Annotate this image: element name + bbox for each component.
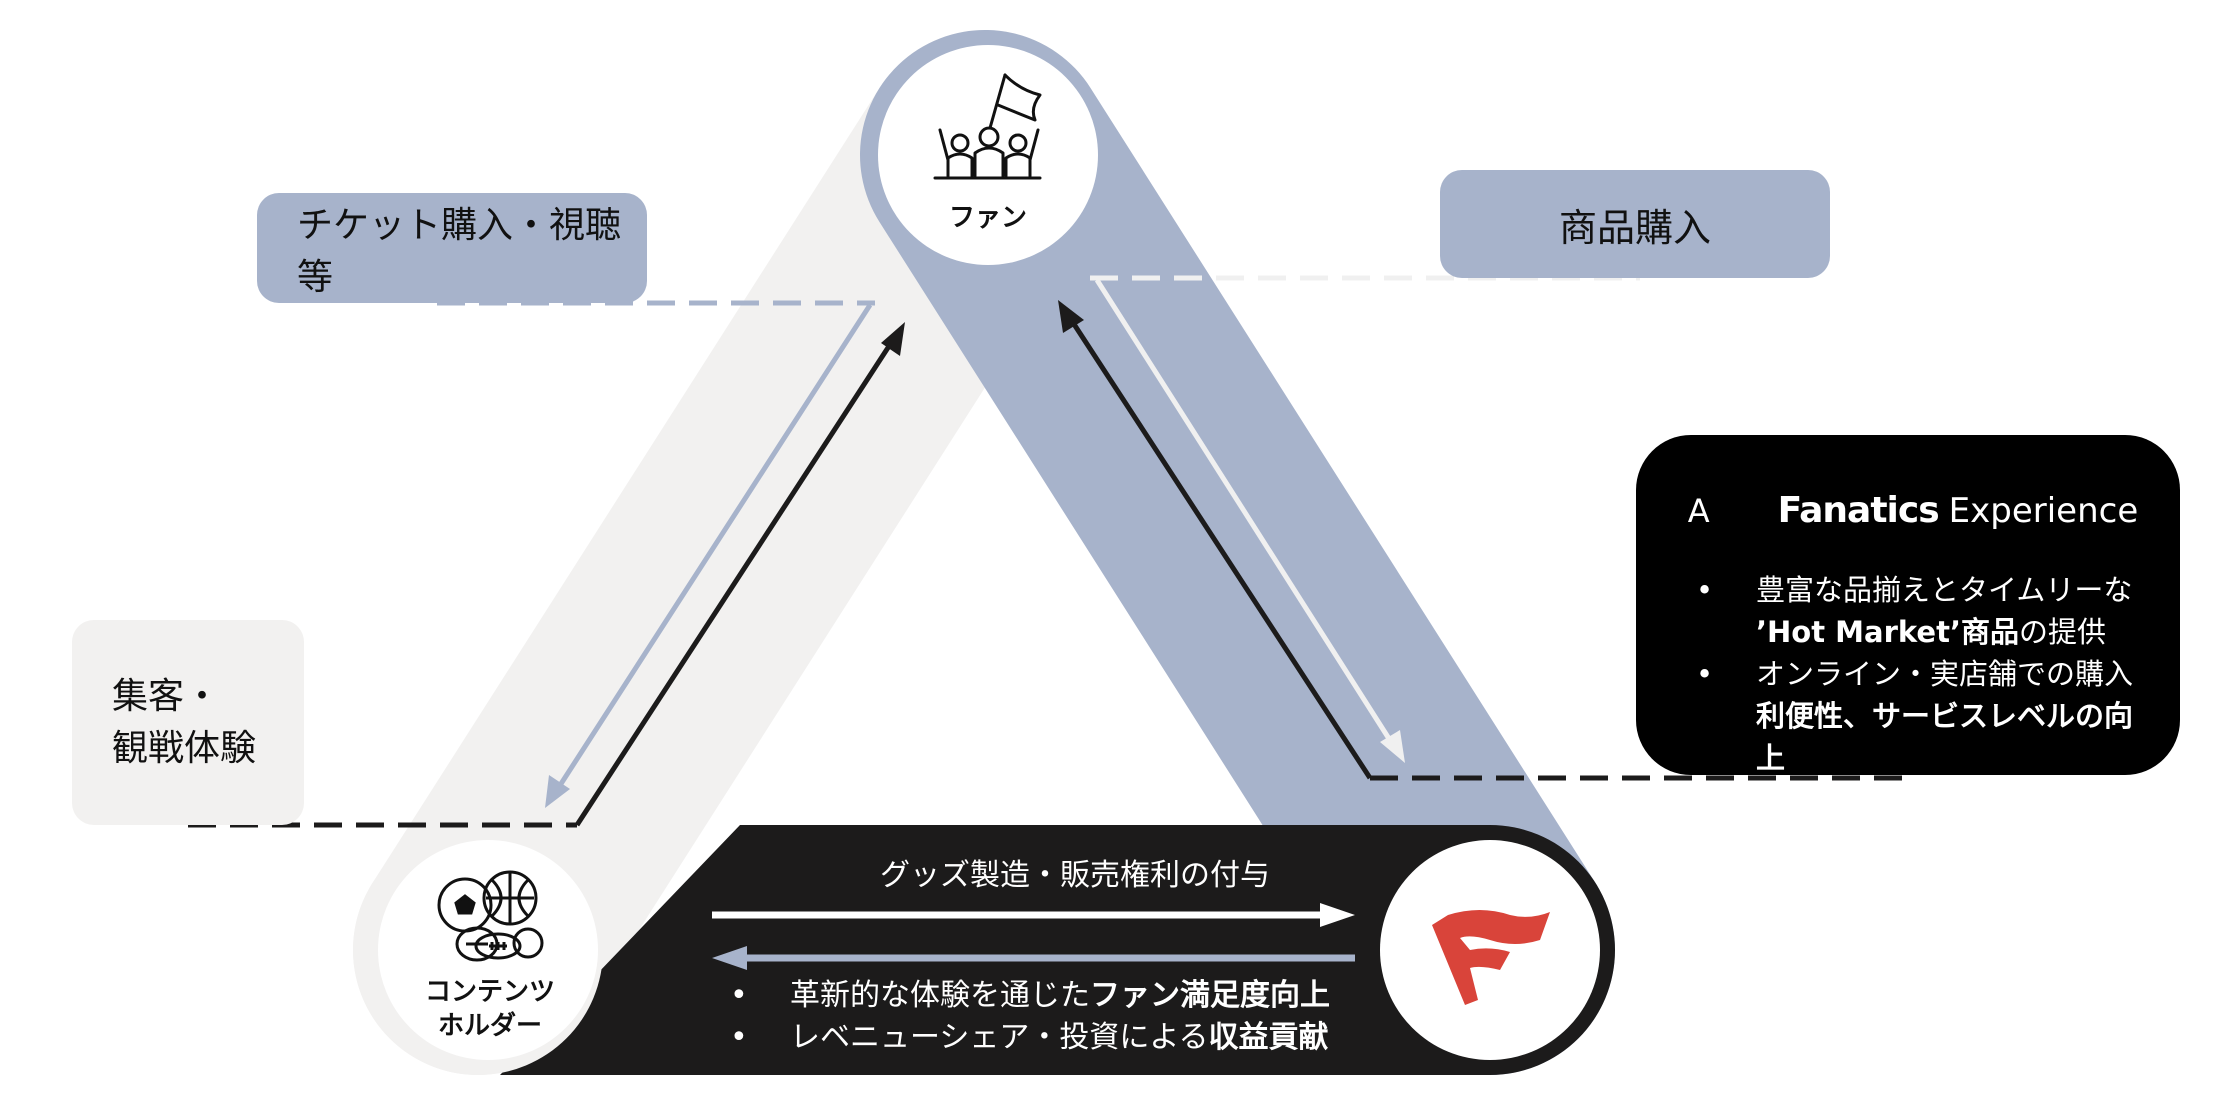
holder-label-line2: ホルダー <box>437 1011 542 1041</box>
brand-experience: Experience <box>1948 490 2139 531</box>
fanatics-benefit-1: 豊富な品揃えとタイムリーな’Hot Market’商品の提供 <box>1696 569 2140 653</box>
ticket-purchase-label: チケット購入・視聴等 <box>297 205 622 298</box>
arrow-fan-to-holder <box>545 303 873 808</box>
holder-benefit-2: レベニューシェア・投資による収益貢献 <box>730 1017 1330 1059</box>
attraction-box: 集客・ 観戦体験 <box>72 620 304 825</box>
fanatics-logo-icon <box>1432 910 1550 1005</box>
arrow-holder-to-fan <box>574 322 905 827</box>
cheering-fans-icon <box>933 73 1042 180</box>
goods-purchase-box: 商品購入 <box>1440 170 1830 278</box>
attraction-label-line2: 観戦体験 <box>112 727 257 769</box>
arrow-fanatics-to-fan <box>1058 300 1373 780</box>
holder-benefit-list: 革新的な体験を通じたファン満足度向上 レベニューシェア・投資による収益貢献 <box>730 975 1330 1059</box>
sports-balls-icon <box>437 870 544 962</box>
fanatics-experience-brand: A Fanatics Experience <box>1686 490 2140 531</box>
fanatics-experience-box: A Fanatics Experience 豊富な品揃えとタイムリーな’Hot … <box>1636 435 2180 775</box>
band-holder-fan <box>353 30 1110 1075</box>
fanatics-benefit-2: オンライン・実店舗での購入利便性、サービスレベルの向上 <box>1696 653 2140 779</box>
fanatics-benefit-list: 豊富な品揃えとタイムリーな’Hot Market’商品の提供 オンライン・実店舗… <box>1696 569 2140 779</box>
band-fan-fanatics <box>860 30 1615 1075</box>
holder-node <box>378 840 598 1060</box>
attraction-label-line1: 集客・ <box>112 675 221 717</box>
goods-purchase-label: 商品購入 <box>1558 205 1711 250</box>
arrow-fanatics-to-holder <box>712 946 1355 970</box>
fan-label: ファン <box>948 203 1027 233</box>
ticket-purchase-box: チケット購入・視聴等 <box>257 193 647 303</box>
brand-name: Fanatics <box>1777 490 1940 531</box>
holder-label: コンテンツ ホルダー <box>410 975 570 1043</box>
brand-a: A <box>1687 491 1710 530</box>
arrow-fan-to-fanatics <box>1094 278 1405 763</box>
fan-node <box>878 45 1098 265</box>
arrow-holder-to-fanatics <box>712 903 1355 927</box>
holder-benefit-1: 革新的な体験を通じたファン満足度向上 <box>730 975 1330 1017</box>
rights-grant-label: グッズ製造・販売権利の付与 <box>880 858 1270 893</box>
holder-label-line1: コンテンツ <box>424 977 555 1007</box>
